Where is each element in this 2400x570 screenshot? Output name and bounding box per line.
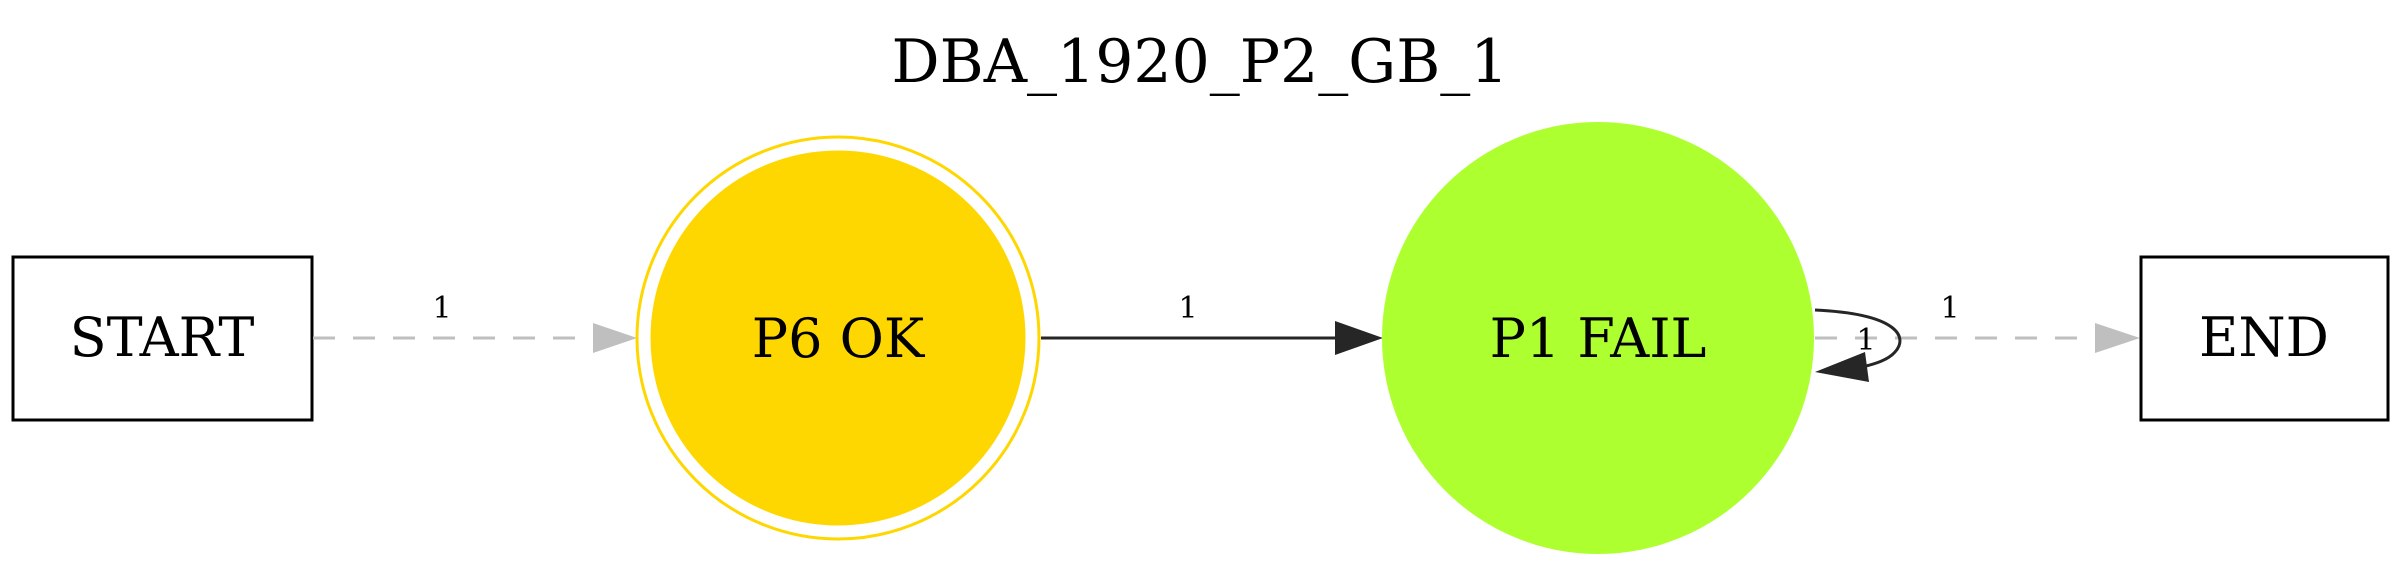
p6-inner-circle [650, 150, 1026, 526]
start-label: START [70, 306, 255, 369]
p6-label: P6 OK [752, 307, 926, 370]
node-start[interactable]: START [11, 255, 314, 422]
end-box [2139, 255, 2390, 422]
start-box [11, 255, 314, 422]
edge-p6-to-p1-arrowhead [1335, 321, 1383, 355]
edge-p6-to-p1-label: 1 [1178, 291, 1197, 326]
node-end[interactable]: END [2139, 255, 2390, 422]
edge-p1-to-end-arrowhead [2095, 323, 2140, 353]
p6-outer-ring [635, 135, 1041, 541]
edge-p1-self-loop-path [1814, 308, 1902, 369]
edge-p1-self-loop[interactable]: 1 [1814, 308, 1902, 382]
diagram-title: DBA_1920_P2_GB_1 [892, 27, 1509, 97]
edge-start-to-p6-label: 1 [432, 291, 451, 326]
edge-start-to-p6[interactable]: 1 [313, 291, 637, 353]
edge-p1-self-loop-arrowhead [1815, 352, 1869, 382]
end-label: END [2199, 306, 2329, 369]
p1-label: P1 FAIL [1490, 307, 1707, 370]
edge-p1-self-loop-label: 1 [1856, 323, 1875, 358]
edge-p1-to-end-label: 1 [1940, 291, 1959, 326]
node-p6-ok[interactable]: P6 OK [635, 135, 1041, 541]
edge-start-to-p6-arrowhead [593, 323, 637, 353]
node-p1-fail[interactable]: P1 FAIL [1382, 122, 1814, 554]
p1-circle [1382, 122, 1814, 554]
edge-p6-to-p1[interactable]: 1 [1041, 291, 1383, 355]
edge-p1-to-end[interactable]: 1 [1815, 291, 2140, 353]
